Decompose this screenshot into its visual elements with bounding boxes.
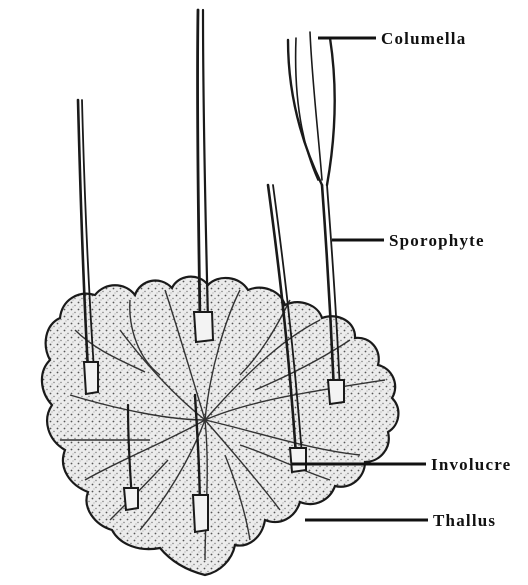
thallus-outline <box>42 277 398 575</box>
columella-strand <box>310 32 322 180</box>
capsule-valve-right <box>327 38 335 185</box>
involucre-right <box>328 380 344 404</box>
label-sporophyte: Sporophyte <box>389 231 485 250</box>
involucre-lower-left <box>124 488 138 510</box>
label-involucre: Involucre <box>431 455 511 474</box>
label-columella: Columella <box>381 29 466 48</box>
thallus <box>42 277 398 575</box>
capsule-valve-left <box>288 40 322 185</box>
involucre-left <box>84 362 98 394</box>
involucre-middle-right <box>290 448 306 472</box>
involucre-lower <box>193 495 208 532</box>
label-thallus: Thallus <box>433 511 496 530</box>
sporophyte-central <box>198 10 200 320</box>
involucre-central <box>194 312 213 342</box>
